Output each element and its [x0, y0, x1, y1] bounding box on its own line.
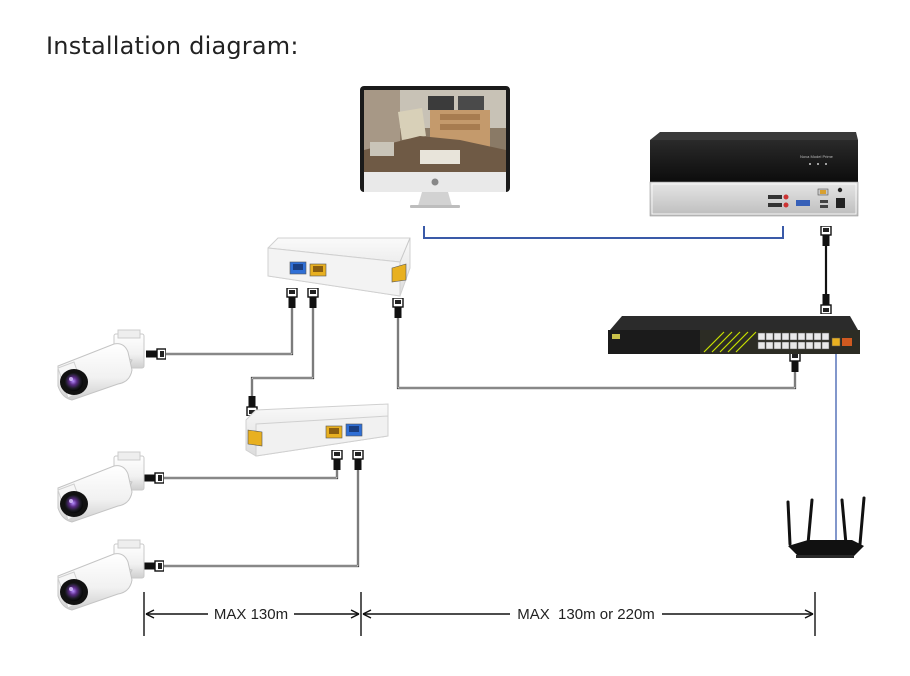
bullet-camera-icon [57, 451, 145, 523]
rj45-connectors [144, 226, 832, 572]
rj45-connector-icon [331, 450, 343, 470]
rj45-connector-icon [144, 560, 164, 572]
rj45-connector-icon [352, 450, 364, 470]
diagram-title: Installation diagram: [46, 32, 299, 60]
nvr-front-label: Nova Model Prime [800, 154, 834, 159]
network-cables [164, 244, 828, 568]
rj45-connector-icon [144, 472, 164, 484]
poe-switch-icon [608, 316, 860, 354]
rj45-connector-icon [789, 352, 801, 372]
monitor-nvr-video-link [423, 226, 784, 239]
rj45-connector-icon [820, 226, 832, 246]
poe-extender-icon [267, 237, 411, 297]
dimension-left-label: MAX 130m [214, 606, 288, 623]
bullet-camera-icon [57, 539, 145, 611]
router-icon [786, 496, 866, 558]
cable-extender1-camera1 [166, 308, 294, 356]
rj45-connector-icon [146, 348, 166, 360]
poe-extender-icon [245, 403, 389, 457]
rj45-connector-icon [286, 288, 298, 308]
distance-dimensions: MAX 130m MAX 130m or 220m [143, 592, 816, 636]
nvr-icon: Nova Model Prime [649, 132, 859, 217]
bullet-camera-icon [57, 329, 145, 401]
rj45-connector-icon [820, 294, 832, 314]
cable-extender2-camera3 [164, 470, 360, 568]
rj45-connector-icon [392, 298, 404, 318]
cable-extender2-camera2 [164, 470, 339, 480]
monitor-icon [360, 86, 510, 208]
rj45-connector-icon [307, 288, 319, 308]
dimension-right-label: MAX 130m or 220m [517, 606, 655, 623]
